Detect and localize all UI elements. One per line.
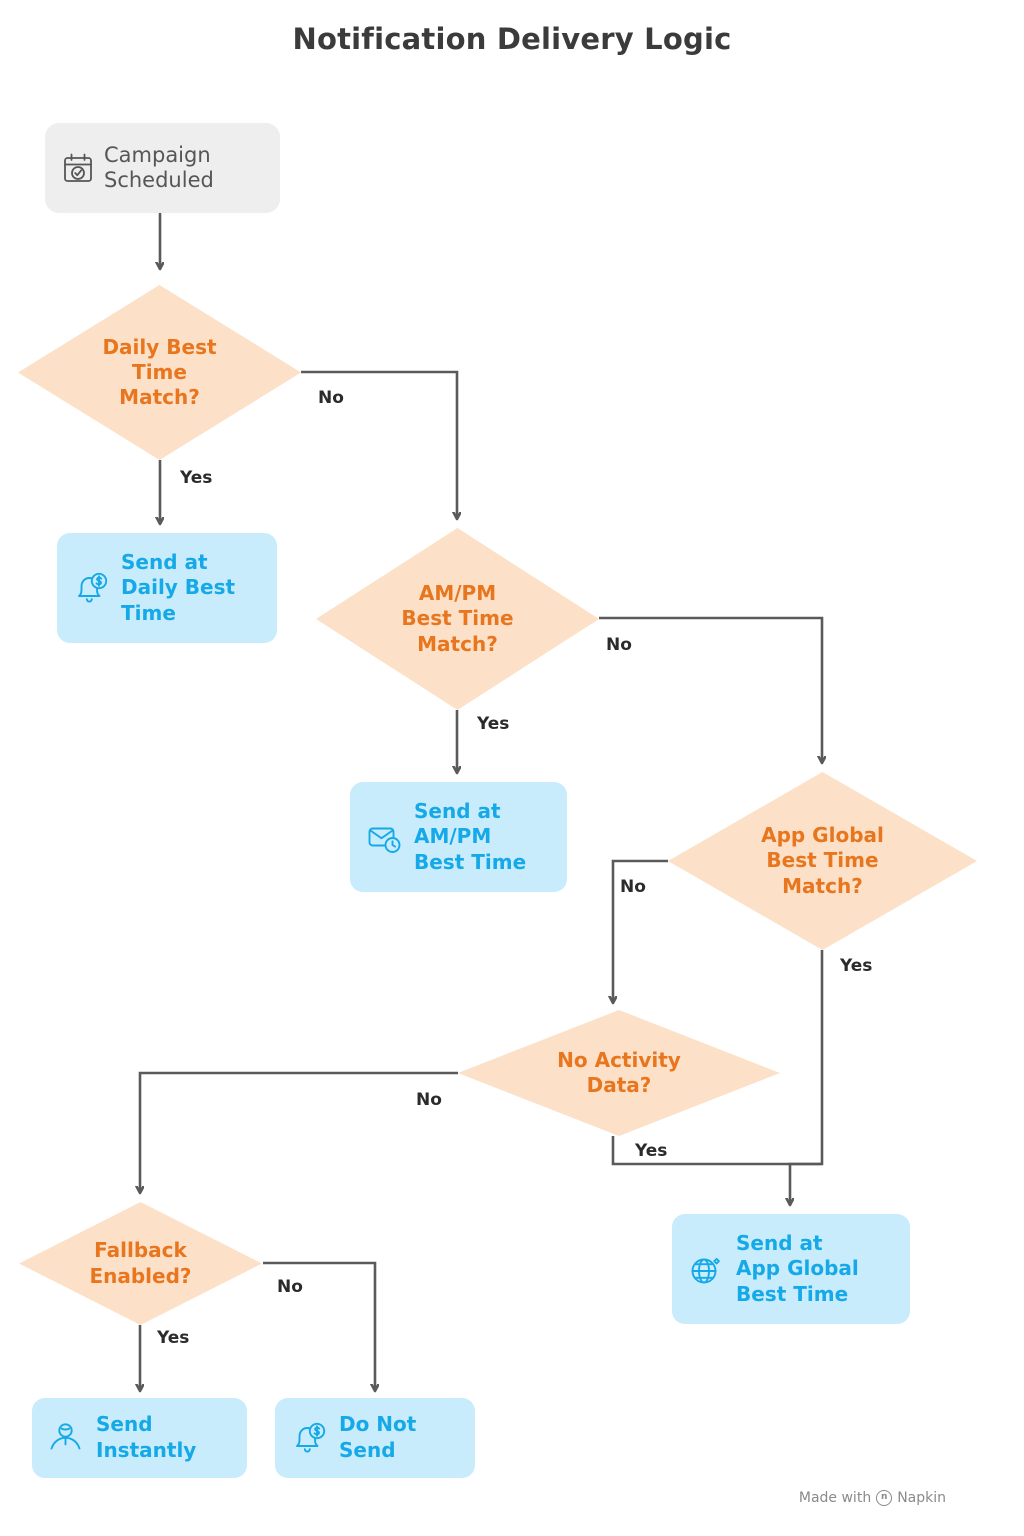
node-send-instantly[interactable]: Send Instantly xyxy=(32,1398,247,1478)
node-fallback-enabled[interactable]: Fallback Enabled? xyxy=(19,1202,262,1325)
node-label-send-instantly: Send Instantly xyxy=(96,1412,197,1462)
footer-credit: Made with n Napkin xyxy=(799,1490,946,1506)
page-title: Notification Delivery Logic xyxy=(292,22,732,56)
node-label-fallback-enabled: Fallback Enabled? xyxy=(89,1238,192,1288)
globe-icon xyxy=(687,1250,725,1288)
edge-label-ampm-yes: Yes xyxy=(477,714,510,734)
node-send-app-global-best-time[interactable]: Send at App Global Best Time xyxy=(672,1214,910,1324)
node-send-ampm-best-time[interactable]: Send at AM/PM Best Time xyxy=(350,782,567,892)
edge-activity-no xyxy=(140,1071,458,1192)
diamond-shape xyxy=(668,772,977,950)
node-do-not-send[interactable]: Do Not Send xyxy=(275,1398,475,1478)
edge-label-daily-yes: Yes xyxy=(180,468,213,488)
footer-brand: Napkin xyxy=(897,1490,946,1506)
node-label-send-app-global-best-time: Send at App Global Best Time xyxy=(736,1230,859,1306)
node-label-ampm-best-time-match: AM/PM Best Time Match? xyxy=(401,581,514,656)
diamond-shape xyxy=(458,1010,780,1136)
node-label-campaign-scheduled: Campaign Scheduled xyxy=(104,143,214,192)
node-app-global-best-time-match[interactable]: App Global Best Time Match? xyxy=(668,772,977,950)
bell-dollar-icon xyxy=(72,569,110,607)
edge-ampm-no xyxy=(599,616,822,762)
edge-global-yes xyxy=(790,950,824,1204)
node-ampm-best-time-match[interactable]: AM/PM Best Time Match? xyxy=(316,528,599,710)
napkin-logo-icon: n xyxy=(876,1490,893,1506)
edge-label-activity-yes: Yes xyxy=(635,1141,668,1161)
edge-label-global-no: No xyxy=(620,877,646,897)
diamond-shape xyxy=(18,285,301,460)
bell-dollar-icon xyxy=(290,1419,328,1457)
edge-label-fallback-no: No xyxy=(277,1277,303,1297)
edge-label-fallback-yes: Yes xyxy=(157,1328,190,1348)
calendar-check-icon xyxy=(61,151,95,185)
user-person-icon xyxy=(47,1419,85,1457)
node-label-send-ampm-best-time: Send at AM/PM Best Time xyxy=(414,798,527,874)
node-no-activity-data[interactable]: No Activity Data? xyxy=(458,1010,780,1136)
node-label-no-activity-data: No Activity Data? xyxy=(557,1047,681,1097)
envelope-clock-icon xyxy=(365,818,403,856)
node-label-app-global-best-time-match: App Global Best Time Match? xyxy=(761,823,884,898)
footer-prefix: Made with xyxy=(798,1490,872,1506)
diamond-shape xyxy=(316,528,599,710)
diamond-shape xyxy=(19,1202,262,1325)
node-label-send-daily-best-time: Send at Daily Best Time xyxy=(121,549,236,625)
edge-label-daily-no: No xyxy=(318,388,344,408)
edge-label-ampm-no: No xyxy=(606,635,632,655)
edge-label-activity-no: No xyxy=(416,1090,442,1110)
node-campaign-scheduled[interactable]: Campaign Scheduled xyxy=(45,123,280,213)
node-daily-best-time-match[interactable]: Daily Best Time Match? xyxy=(18,285,301,460)
edge-label-global-yes: Yes xyxy=(840,956,873,976)
node-send-daily-best-time[interactable]: Send at Daily Best Time xyxy=(57,533,277,643)
node-label-daily-best-time-match: Daily Best Time Match? xyxy=(102,334,217,410)
node-label-do-not-send: Do Not Send xyxy=(339,1412,417,1462)
